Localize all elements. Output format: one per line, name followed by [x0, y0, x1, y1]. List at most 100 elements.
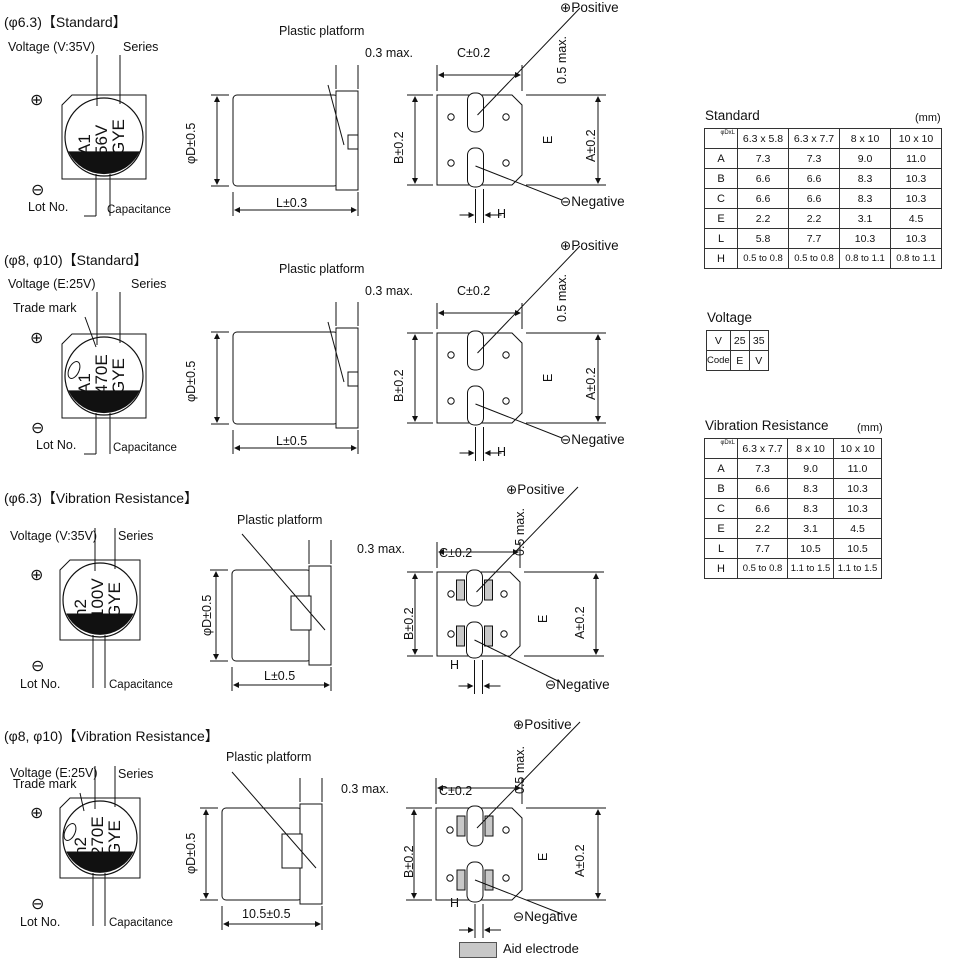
mounting-hole	[502, 159, 510, 167]
capacitor-marking: A156VGYE	[75, 119, 128, 155]
table-cell: 7.3	[788, 148, 840, 169]
section-title: (φ8, φ10)【Standard】	[4, 252, 148, 268]
b-dimension-label: B±0.2	[402, 607, 416, 640]
table-cell: 10.3	[890, 168, 942, 189]
table-cell: 0.5 to 0.8	[737, 248, 789, 269]
table-cell: 10.3	[890, 188, 942, 209]
lot-number-label: Lot No.	[28, 200, 69, 214]
minus-symbol: ⊖	[31, 182, 45, 199]
positive-terminal	[467, 92, 484, 133]
mounting-hole	[446, 874, 454, 882]
positive-label: ⊕Positive	[560, 0, 619, 15]
mounting-hole	[447, 159, 455, 167]
marking-line: A1	[75, 373, 94, 394]
plus-symbol: ⊕	[30, 567, 44, 584]
diameter-label: φD±0.5	[200, 594, 214, 636]
e-dimension-label: E	[541, 373, 555, 382]
max-label: 0.3 max.	[341, 782, 389, 796]
positive-leader	[477, 245, 581, 354]
voltage-code-cell: V	[748, 350, 769, 371]
minus-symbol: ⊖	[31, 896, 45, 913]
section-drawing: n2100VGYE	[59, 559, 521, 666]
row-label: E	[704, 208, 738, 229]
column-header: 10 x 10	[890, 128, 942, 149]
positive-terminal	[466, 805, 484, 847]
voltage-table: V 25 35 Code E V	[706, 330, 769, 371]
aid-electrode-swatch	[459, 942, 497, 958]
marking-line: 100V	[88, 578, 107, 618]
a-dimension-label: A±0.2	[584, 367, 598, 400]
voltage-label: Voltage (E:25V)	[10, 766, 98, 780]
terminal	[347, 134, 359, 150]
positive-leader	[476, 721, 581, 829]
capacitor-marking: A1470EGYE	[75, 354, 128, 394]
table-cell: 8.3	[839, 168, 891, 189]
plus-symbol: ⊕	[30, 805, 44, 822]
positive-terminal	[466, 569, 483, 607]
series-label: Series	[131, 277, 167, 291]
platform-leader	[231, 771, 317, 869]
diameter-label: φD±0.5	[184, 832, 198, 874]
length-label: L±0.5	[276, 434, 308, 448]
column-header: 10 x 10	[833, 438, 882, 459]
mounting-hole	[447, 113, 455, 121]
voltage-table-title: Voltage	[707, 310, 753, 325]
marking-line: GYE	[109, 119, 128, 155]
h-dimension-label: H	[450, 896, 460, 910]
capacitance-label: Capacitance	[107, 204, 171, 216]
positive-terminal	[467, 330, 484, 371]
aid-electrode-label: Aid electrode	[503, 941, 579, 956]
table-cell: 5.8	[737, 228, 789, 249]
voltage-header-cell: 35	[748, 330, 769, 351]
negative-leader	[475, 165, 563, 201]
max-label: 0.3 max.	[357, 542, 405, 556]
positive-leader	[476, 486, 579, 593]
a-dimension-label: A±0.2	[573, 844, 587, 877]
capacitance-label: Capacitance	[109, 679, 173, 691]
marking-line: A1	[75, 134, 94, 155]
mounting-hole	[447, 630, 455, 638]
vibration-table-unit: (mm)	[857, 422, 883, 434]
row-label: B	[704, 168, 738, 189]
section-drawing: A156VGYE	[61, 90, 523, 191]
length-label: L±0.5	[264, 669, 296, 683]
series-label: Series	[123, 40, 159, 54]
marking-line: 270E	[88, 816, 107, 856]
row-label: C	[704, 498, 738, 519]
section-drawing: n2270EGYE	[59, 797, 523, 905]
polarity-band	[66, 613, 134, 635]
table-cell: 8.3	[787, 498, 834, 519]
mounting-hole	[502, 874, 510, 882]
mounting-hole	[502, 397, 510, 405]
table-cell: 7.3	[737, 458, 788, 479]
standard-table-unit: (mm)	[915, 112, 941, 124]
mounting-hole	[447, 590, 455, 598]
mounting-hole	[502, 351, 510, 359]
b-dimension-label: B±0.2	[402, 845, 416, 878]
table-cell: 6.6	[737, 188, 789, 209]
aid-electrode	[456, 579, 465, 601]
table-cell: 9.0	[787, 458, 834, 479]
c-dimension-label: C±0.2	[457, 46, 491, 60]
section-drawing: A1470EGYE	[61, 327, 523, 429]
side-body	[232, 94, 339, 187]
e-dimension-label: E	[536, 614, 550, 623]
polarity-band	[66, 851, 134, 873]
table-cell: 2.2	[737, 518, 788, 539]
table-cell: 3.1	[839, 208, 891, 229]
minus-symbol: ⊖	[31, 420, 45, 437]
vibration-table-title: Vibration Resistance	[705, 418, 829, 433]
aid-electrode	[484, 869, 494, 891]
table-cell: 1.1 to 1.5	[833, 558, 882, 579]
diameter-label: φD±0.5	[184, 122, 198, 164]
table-cell: 0.8 to 1.1	[839, 248, 891, 269]
voltage-header-cell: 25	[729, 330, 750, 351]
